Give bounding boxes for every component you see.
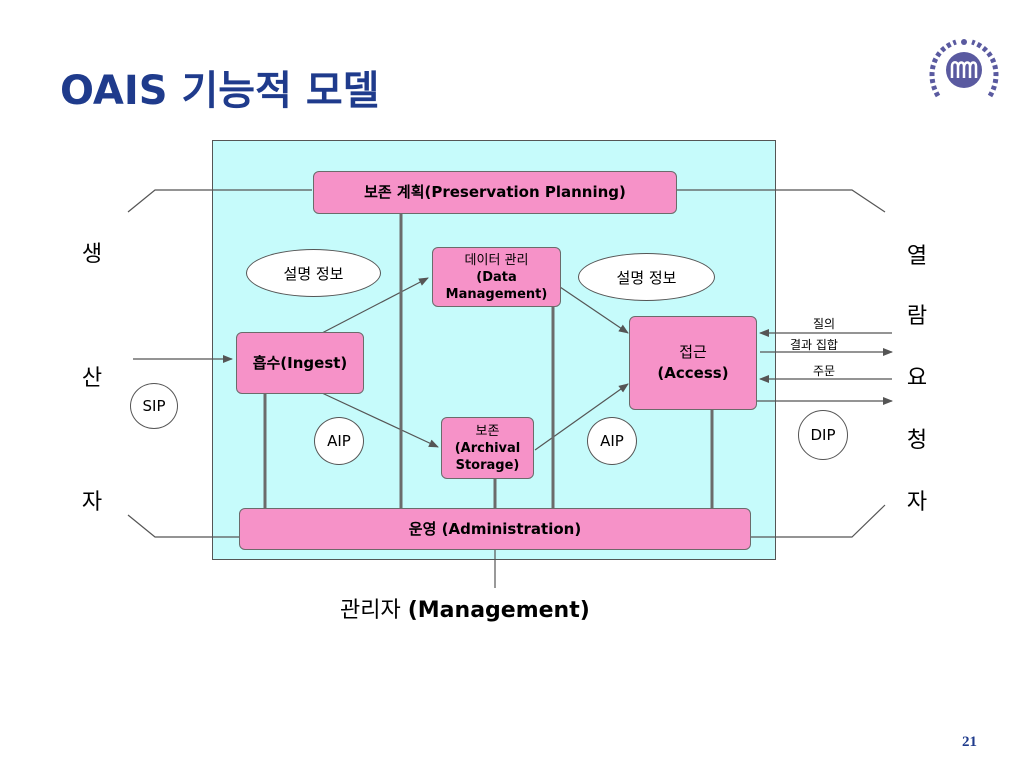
aip-circle-right: AIP [587, 417, 637, 465]
result-set-label: 결과 집합 [790, 338, 838, 352]
ingest-label: 흡수(Ingest) [252, 353, 348, 372]
preservation-planning-box[interactable]: 보존 계획(Preservation Planning) [313, 171, 677, 214]
preservation-planning-label: 보존 계획(Preservation Planning) [364, 183, 626, 201]
data-management-label-ko: 데이터 관리 [464, 252, 529, 268]
descriptive-info-left-label: 설명 정보 [283, 264, 344, 283]
data-management-label-en2: Management) [445, 286, 548, 302]
ingest-to-storage-arrow [321, 392, 439, 448]
access-label-en: (Access) [657, 364, 729, 382]
consumer-char-1: 열 [906, 244, 928, 269]
dip-circle: DIP [798, 410, 848, 460]
data-to-access-arrow [559, 286, 629, 334]
consumer-char-2: 람 [906, 304, 928, 329]
order-label: 주문 [813, 364, 836, 378]
ingest-box[interactable]: 흡수(Ingest) [236, 332, 364, 394]
access-label-ko: 접근 [679, 343, 707, 361]
management-label: 관리자 (Management) [340, 592, 590, 624]
query-label: 질의 [813, 317, 836, 331]
aip-right-label: AIP [600, 432, 624, 450]
administration-box[interactable]: 운영 (Administration) [239, 508, 751, 550]
consumer-char-5: 자 [906, 490, 928, 515]
producer-bracket-top [127, 189, 312, 213]
data-management-box[interactable]: 데이터 관리 (Data Management) [432, 247, 561, 307]
data-management-label-en1: (Data [476, 269, 517, 285]
sip-circle: SIP [130, 383, 178, 429]
consumer-bracket-top [676, 189, 886, 213]
page-number: 21 [962, 734, 977, 750]
management-label-ko: 관리자 [340, 598, 401, 623]
archival-storage-label-en2: Storage) [455, 457, 520, 473]
producer-char-1: 생 [81, 242, 103, 267]
consumer-char-3: 요 [906, 366, 928, 391]
consumer-bracket-bottom [750, 504, 886, 538]
access-box[interactable]: 접근 (Access) [629, 316, 757, 410]
dip-label: DIP [810, 426, 836, 444]
sip-label: SIP [142, 397, 166, 415]
aip-circle-left: AIP [314, 417, 364, 465]
consumer-char-4: 청 [906, 428, 928, 453]
descriptive-info-ellipse-left: 설명 정보 [246, 249, 381, 297]
ingest-to-data-arrow [321, 277, 429, 334]
administration-label: 운영 (Administration) [408, 519, 582, 538]
descriptive-info-ellipse-right: 설명 정보 [578, 253, 715, 301]
storage-to-access-arrow [534, 383, 629, 451]
producer-char-3: 자 [81, 490, 103, 515]
archival-storage-label-en1: (Archival [454, 440, 521, 456]
descriptive-info-right-label: 설명 정보 [616, 268, 677, 287]
management-label-en: (Management) [407, 598, 590, 623]
page-title: OAIS 기능적 모델 [60, 68, 380, 114]
university-logo [929, 39, 999, 98]
aip-left-label: AIP [327, 432, 351, 450]
archival-storage-box[interactable]: 보존 (Archival Storage) [441, 417, 534, 479]
producer-bracket-bottom [127, 514, 240, 538]
producer-char-2: 산 [81, 366, 103, 391]
archival-storage-label-ko: 보존 [475, 423, 500, 439]
